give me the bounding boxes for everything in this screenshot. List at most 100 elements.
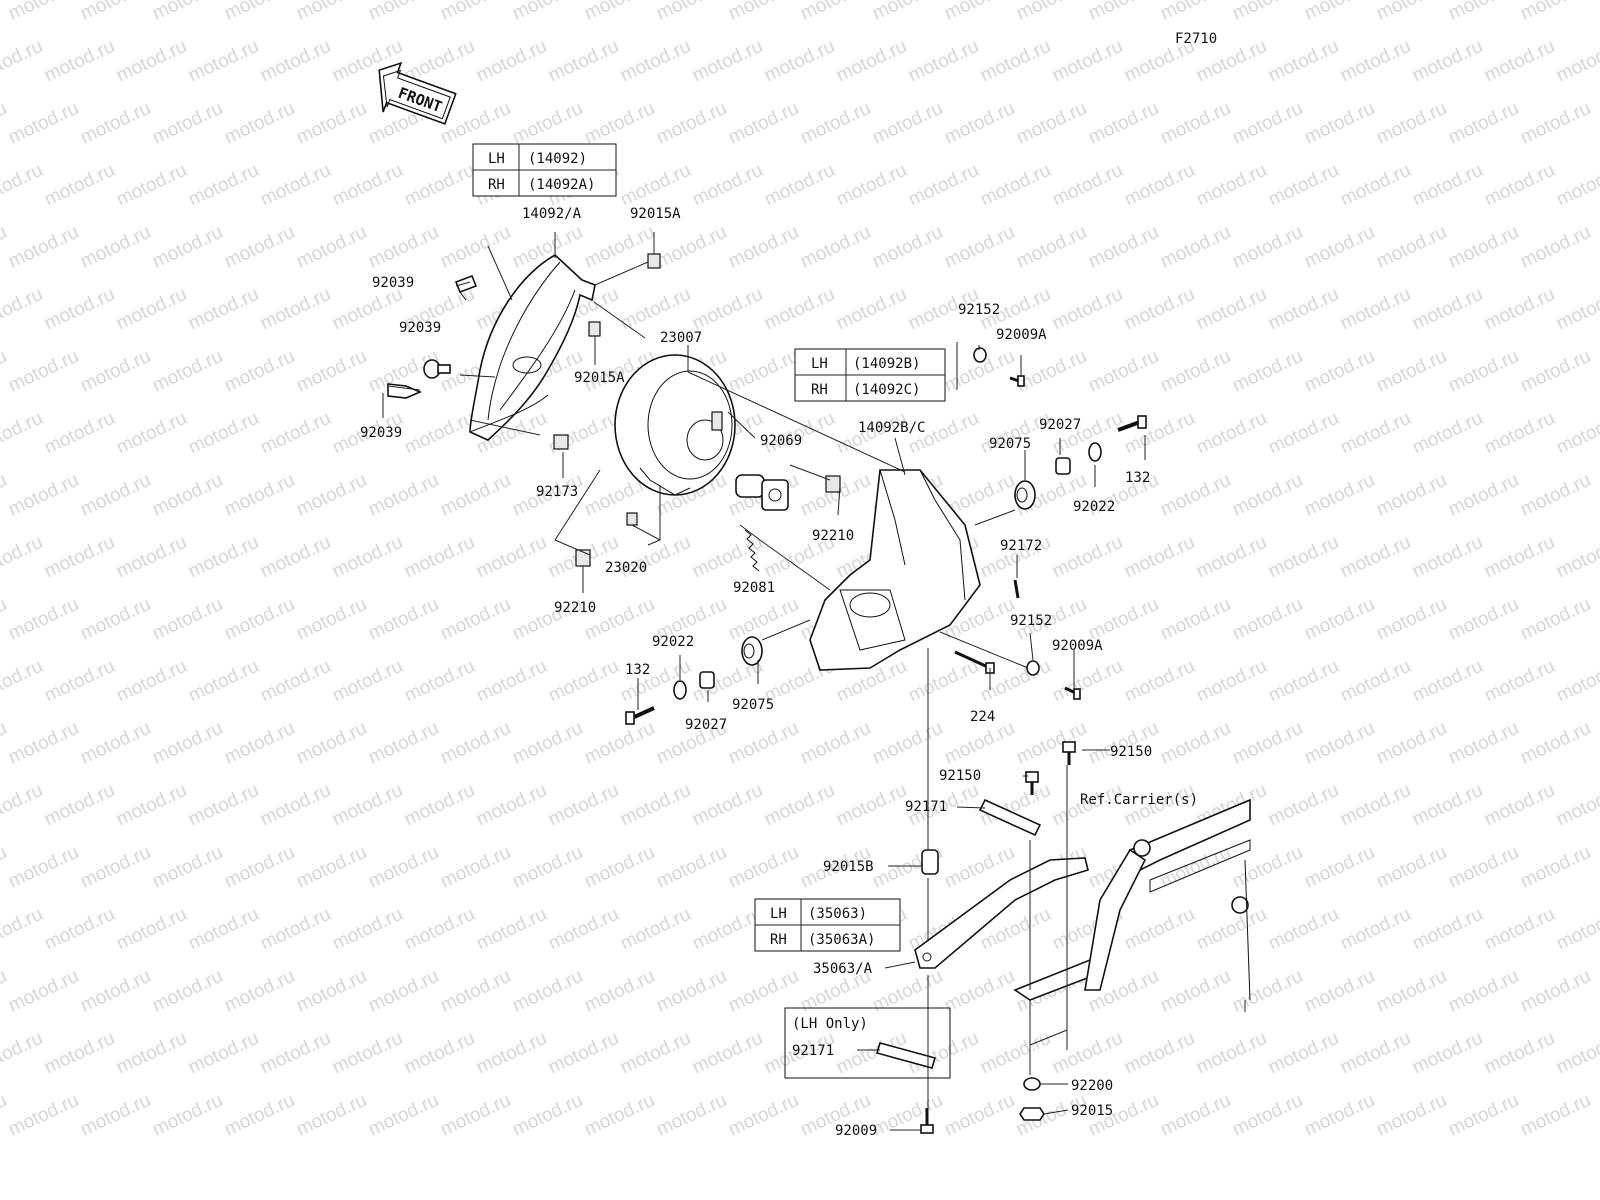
- watermark-text: motod.ru: [545, 904, 622, 955]
- watermark-text: motod.ru: [905, 160, 982, 211]
- watermark-text: motod.ru: [437, 594, 514, 645]
- watermark-text: motod.ru: [473, 36, 550, 87]
- watermark-text: motod.ru: [437, 222, 514, 273]
- watermark-text: motod.ru: [1517, 222, 1594, 273]
- table-cell: (14092C): [853, 382, 920, 398]
- watermark-text: motod.ru: [1265, 36, 1342, 87]
- watermark-text: motod.ru: [1301, 470, 1378, 521]
- watermark-text: motod.ru: [725, 718, 802, 769]
- watermark-text: motod.ru: [149, 222, 226, 273]
- watermark-text: motod.ru: [1229, 594, 1306, 645]
- watermark-text: motod.ru: [1373, 346, 1450, 397]
- watermark-text: motod.ru: [401, 780, 478, 831]
- watermark-text: motod.ru: [1553, 284, 1600, 335]
- table-cell: (14092B): [853, 356, 920, 372]
- watermark-text: motod.ru: [1481, 1028, 1558, 1079]
- watermark-text: motod.ru: [941, 966, 1018, 1017]
- watermark-text: motod.ru: [77, 718, 154, 769]
- watermark-text: motod.ru: [41, 284, 118, 335]
- watermark-text: motod.ru: [1193, 160, 1270, 211]
- watermark-text: motod.ru: [617, 36, 694, 87]
- watermark-text: motod.ru: [437, 842, 514, 893]
- screw-92009a-upper-icon: [1009, 375, 1025, 387]
- watermark-text: motod.ru: [329, 904, 406, 955]
- clip-92173-icon: [553, 434, 569, 450]
- watermark-text: motod.ru: [401, 1028, 478, 1079]
- watermark-text: motod.ru: [797, 98, 874, 149]
- grommet-92075-right-icon: [1014, 480, 1036, 510]
- watermark-text: motod.ru: [1229, 222, 1306, 273]
- table-cell: RH: [811, 382, 828, 398]
- watermark-text: motod.ru: [329, 780, 406, 831]
- watermark-text: motod.ru: [329, 656, 406, 707]
- watermark-text: motod.ru: [185, 36, 262, 87]
- callout-label: 92009A: [996, 327, 1047, 343]
- watermark-text: motod.ru: [1553, 160, 1600, 211]
- callout-label: 132: [625, 662, 650, 678]
- watermark-text: motod.ru: [1553, 36, 1600, 87]
- table-cell: (35063): [808, 906, 867, 922]
- watermark-text: motod.ru: [509, 1090, 586, 1141]
- watermark-text: motod.ru: [113, 408, 190, 459]
- callout-label: 92200: [1071, 1078, 1113, 1094]
- watermark-text: motod.ru: [1481, 284, 1558, 335]
- nut-92015-icon: [1019, 1107, 1045, 1121]
- watermark-text: motod.ru: [1409, 656, 1486, 707]
- watermark-text: motod.ru: [545, 408, 622, 459]
- watermark-text: motod.ru: [0, 1028, 46, 1079]
- watermark-text: motod.ru: [725, 346, 802, 397]
- watermark-text: motod.ru: [1481, 160, 1558, 211]
- watermark-text: motod.ru: [1337, 36, 1414, 87]
- watermark-text: motod.ru: [869, 98, 946, 149]
- watermark-text: motod.ru: [113, 160, 190, 211]
- watermark-text: motod.ru: [941, 1090, 1018, 1141]
- clip-92015a-mid-icon: [588, 321, 601, 337]
- callout-label: 92039: [399, 320, 441, 336]
- watermark-text: motod.ru: [977, 160, 1054, 211]
- watermark-text: motod.ru: [725, 222, 802, 273]
- watermark-text: motod.ru: [617, 780, 694, 831]
- watermark-text: motod.ru: [77, 222, 154, 273]
- watermark-text: motod.ru: [1517, 1090, 1594, 1141]
- watermark-text: motod.ru: [41, 780, 118, 831]
- watermark-text: motod.ru: [1157, 346, 1234, 397]
- watermark-text: motod.ru: [1121, 284, 1198, 335]
- watermark-text: motod.ru: [257, 656, 334, 707]
- watermark-text: motod.ru: [149, 718, 226, 769]
- watermark-text: motod.ru: [545, 656, 622, 707]
- watermark-text: motod.ru: [149, 594, 226, 645]
- watermark-text: motod.ru: [1049, 1028, 1126, 1079]
- clip-92210-upper-icon: [825, 475, 841, 493]
- watermark-text: motod.ru: [365, 470, 442, 521]
- watermark-text: motod.ru: [1229, 0, 1306, 25]
- bulb-92069-part: [735, 474, 789, 511]
- callout-label: 92075: [732, 697, 774, 713]
- watermark-text: motod.ru: [329, 160, 406, 211]
- rivet-92039-top-icon: [454, 274, 478, 301]
- watermark-text: motod.ru: [293, 1090, 370, 1141]
- watermark-text: motod.ru: [1373, 0, 1450, 25]
- watermark-text: motod.ru: [41, 408, 118, 459]
- watermark-text: motod.ru: [1517, 718, 1594, 769]
- watermark-text: motod.ru: [185, 532, 262, 583]
- table-cell: LH: [770, 906, 787, 922]
- watermark-text: motod.ru: [0, 160, 46, 211]
- watermark-text: motod.ru: [293, 470, 370, 521]
- watermark-text: motod.ru: [149, 1090, 226, 1141]
- watermark-text: motod.ru: [617, 904, 694, 955]
- watermark-text: motod.ru: [1553, 1028, 1600, 1079]
- watermark-text: motod.ru: [725, 1090, 802, 1141]
- watermark-text: motod.ru: [0, 222, 10, 273]
- watermark-text: motod.ru: [221, 346, 298, 397]
- watermark-text: motod.ru: [257, 532, 334, 583]
- watermark-text: motod.ru: [221, 966, 298, 1017]
- watermark-text: motod.ru: [1013, 98, 1090, 149]
- watermark-text: motod.ru: [1445, 222, 1522, 273]
- watermark-text: motod.ru: [545, 36, 622, 87]
- watermark-text: motod.ru: [725, 594, 802, 645]
- watermark-text: motod.ru: [293, 222, 370, 273]
- watermark-text: motod.ru: [509, 0, 586, 25]
- leader-lines: [382, 232, 1246, 1131]
- watermark-text: motod.ru: [1445, 346, 1522, 397]
- plate-92171-upper-icon: [978, 798, 1042, 837]
